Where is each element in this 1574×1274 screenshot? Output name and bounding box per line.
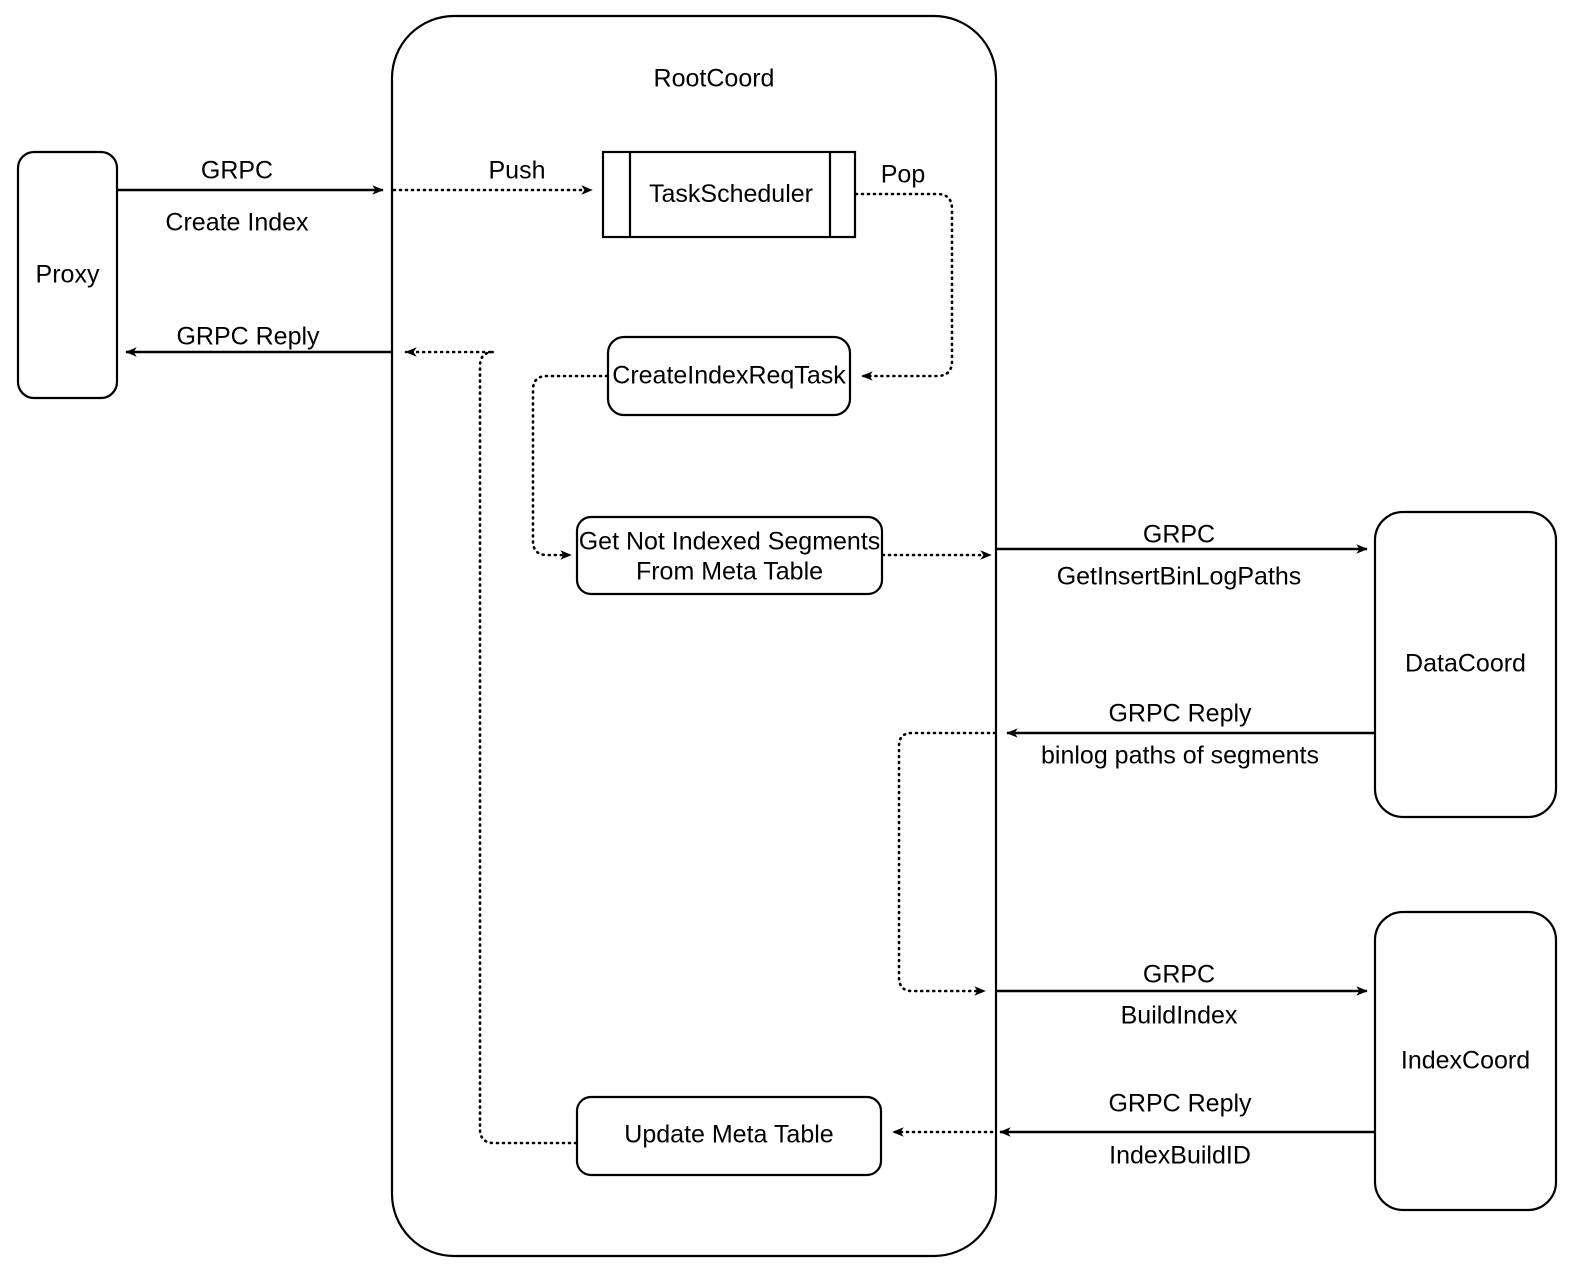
edge-label-get-insert-binlog-paths: GetInsertBinLogPaths <box>1057 563 1302 591</box>
proxy-box <box>16 150 119 400</box>
edge-createindexreqtask-to-getnotindexed[interactable] <box>531 374 609 560</box>
createindexreqtask-label: CreateIndexReqTask <box>612 362 846 390</box>
edge-rootcoord-to-taskscheduler[interactable]: Push <box>392 157 594 195</box>
get-not-indexed-segments-label-line1: Get Not Indexed Segments <box>579 528 881 556</box>
edge-label-grpc-1: GRPC <box>201 157 273 185</box>
edge-label-grpc-3: GRPC <box>1143 961 1215 989</box>
edge-label-binlog-paths: binlog paths of segments <box>1041 742 1319 770</box>
indexcoord-box <box>1373 910 1558 1212</box>
datacoord-label: DataCoord <box>1405 650 1526 678</box>
edge-label-build-index: BuildIndex <box>1121 1002 1238 1030</box>
edge-update-meta-table-to-proxy-reply[interactable] <box>404 347 578 1145</box>
edge-label-push: Push <box>489 157 546 185</box>
node-createindexreqtask[interactable]: CreateIndexReqTask <box>606 335 852 417</box>
node-indexcoord[interactable]: IndexCoord <box>1373 910 1558 1212</box>
node-update-meta-table[interactable]: Update Meta Table <box>575 1095 883 1177</box>
rootcoord-boundary <box>390 14 998 1258</box>
edge-indexcoord-reply[interactable]: GRPC Reply IndexBuildID <box>999 1090 1374 1170</box>
update-meta-table-box <box>575 1095 883 1177</box>
edge-label-create-index: Create Index <box>165 209 309 237</box>
edge-datacoord-reply[interactable]: GRPC Reply binlog paths of segments <box>1006 700 1374 770</box>
datacoord-box <box>1373 510 1558 819</box>
edge-rootcoord-to-proxy[interactable]: GRPC Reply <box>125 323 392 357</box>
edge-label-grpc-reply-proxy: GRPC Reply <box>176 323 320 351</box>
edge-taskscheduler-to-createindexreqtask[interactable]: Pop <box>854 161 954 381</box>
edge-label-pop: Pop <box>881 161 925 189</box>
edge-pop-line <box>854 192 954 381</box>
edge-update-meta-table-return-line <box>404 347 578 1145</box>
indexcoord-label: IndexCoord <box>1401 1047 1530 1075</box>
rootcoord-title: RootCoord <box>654 65 775 93</box>
edge-label-grpc-2: GRPC <box>1143 521 1215 549</box>
proxy-label: Proxy <box>36 261 100 289</box>
update-meta-table-label: Update Meta Table <box>624 1121 833 1149</box>
node-get-not-indexed-segments[interactable]: Get Not Indexed Segments From Meta Table <box>575 515 884 596</box>
taskscheduler-label: TaskScheduler <box>649 180 813 208</box>
node-proxy[interactable]: Proxy <box>16 150 119 400</box>
node-datacoord[interactable]: DataCoord <box>1373 510 1558 819</box>
get-not-indexed-segments-label-line2: From Meta Table <box>636 558 823 586</box>
edge-label-index-build-id: IndexBuildID <box>1109 1142 1251 1170</box>
edge-proxy-to-rootcoord[interactable]: GRPC Create Index <box>118 157 384 237</box>
edge-rootcoord-to-indexcoord[interactable]: GRPC BuildIndex <box>996 961 1368 1030</box>
node-taskscheduler[interactable]: TaskScheduler <box>601 150 857 239</box>
edge-rootcoord-to-datacoord[interactable]: GRPC GetInsertBinLogPaths <box>996 521 1368 591</box>
edge-createindexreqtask-to-getnotindexed-line <box>531 374 609 560</box>
edge-label-grpc-reply-index: GRPC Reply <box>1108 1090 1252 1118</box>
edge-label-grpc-reply-data: GRPC Reply <box>1108 700 1252 728</box>
container-rootcoord[interactable]: RootCoord <box>390 14 998 1258</box>
